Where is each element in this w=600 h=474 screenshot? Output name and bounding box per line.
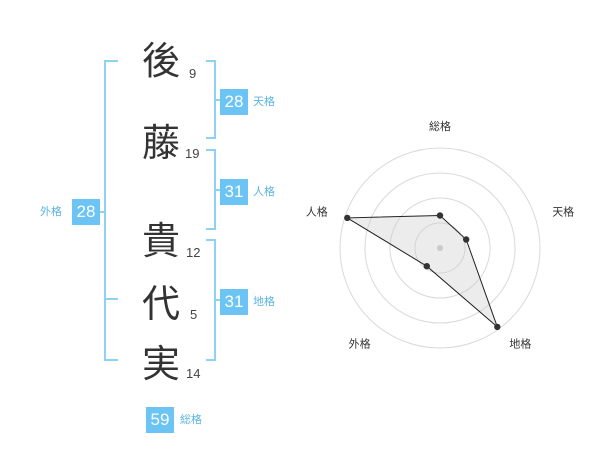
jinkaku-label: 人格 [253, 185, 275, 198]
name-char-1: 後 [141, 39, 180, 83]
tenkaku-label: 天格 [253, 95, 275, 108]
stroke-count-2: 19 [185, 146, 200, 161]
soukaku-value: 59 [146, 407, 174, 433]
name-char-2: 藤 [141, 121, 180, 165]
radar-ring [339, 147, 541, 349]
radar-point-4 [423, 263, 430, 270]
name-char-5: 実 [141, 342, 180, 386]
radar-axis-label-1: 総格 [429, 119, 451, 133]
gaikaku-value: 28 [72, 199, 100, 225]
radar-ring [364, 172, 516, 324]
jinkaku-tick [214, 189, 220, 191]
gaikaku-label: 外格 [40, 205, 62, 218]
radar-axis-label-4: 外格 [349, 337, 371, 351]
chikaku-tick [214, 299, 220, 301]
tenkaku-tick [214, 99, 220, 101]
radar-ring [414, 222, 466, 274]
radar-point-5 [344, 214, 351, 222]
name-char-4: 代 [141, 282, 180, 326]
name-diagram: 後 藤 貴 代 実 9 19 12 5 14 28 天格 31 人格 31 地格… [0, 0, 300, 470]
stroke-count-4: 5 [190, 307, 198, 322]
radar-series-area [345, 214, 499, 329]
radar-ring [389, 197, 491, 299]
gaikaku-bracket [104, 60, 118, 361]
radar-chart: 総格天格地格 外格 人格 [300, 0, 600, 470]
stroke-count-5: 14 [186, 366, 201, 381]
stroke-count-1: 9 [189, 66, 197, 81]
name-char-3: 貴 [141, 219, 180, 263]
radar-axis-label-3: 地格 [509, 337, 531, 351]
radar-point-2 [463, 236, 470, 243]
radar-axis-label-2: 天格 [552, 205, 574, 219]
chikaku-value: 31 [220, 289, 248, 315]
radar-axis-label-5: 人格 [306, 205, 328, 219]
tenkaku-value: 28 [220, 89, 248, 115]
radar-point-1 [436, 212, 444, 219]
stroke-count-3: 12 [186, 245, 201, 260]
jinkaku-value: 31 [220, 179, 248, 205]
soukaku-label: 総格 [180, 413, 202, 426]
radar-center-dot [437, 245, 443, 251]
radar-point-3 [494, 323, 501, 331]
gaikaku-connector [100, 211, 106, 213]
gaikaku-tick [104, 298, 118, 300]
chikaku-label: 地格 [253, 295, 275, 308]
